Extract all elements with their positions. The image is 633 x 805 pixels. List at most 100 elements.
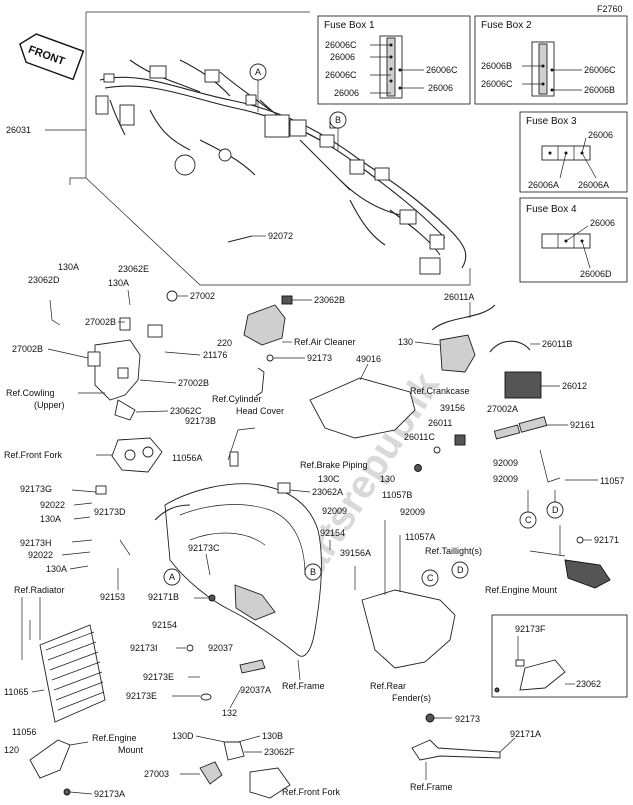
label-21176: 21176	[203, 350, 227, 360]
label-23062c: 23062C	[170, 406, 202, 416]
label-39156: 39156	[440, 403, 465, 413]
label-92009-4: 92009	[400, 507, 425, 517]
engine-mount-bracket-icon	[29, 739, 71, 779]
label-49016: 49016	[356, 354, 381, 364]
label-92173f: 92173F	[515, 624, 546, 634]
label-92173-2: 92173	[455, 714, 480, 724]
battery-icon	[504, 371, 542, 399]
label-92173i: 92173I	[130, 643, 158, 653]
fuse-box-2-label-1: 26006B	[481, 61, 512, 71]
fuse-box-1-title: Fuse Box 1	[324, 20, 375, 31]
label-92171b: 92171B	[148, 592, 179, 602]
callout-c-right	[519, 511, 537, 529]
fuse-box-4-label-1: 26006	[590, 218, 615, 228]
ref-engine-mount-1: Ref.Engine Mount	[485, 585, 558, 595]
label-92009-3: 92009	[322, 506, 347, 516]
fuse-box-2-label-2: 26006C	[481, 79, 513, 89]
label-92022-2: 92022	[28, 550, 53, 560]
fuse-box-2-panel: Fuse Box 2 26006B 26006C 26006C 26006B	[474, 15, 628, 105]
label-26031: 26031	[6, 125, 31, 135]
ref-front-fork-1: Ref.Front Fork	[4, 450, 63, 460]
callout-c-fender	[421, 569, 439, 587]
label-130: 130	[398, 337, 413, 347]
frame-bracket-icon	[411, 739, 501, 761]
label-92022-1: 92022	[40, 500, 65, 510]
label-132: 132	[222, 708, 237, 718]
label-130-2: 130	[380, 474, 395, 484]
ref-cylinder-2: Head Cover	[236, 406, 284, 416]
label-130c: 130C	[318, 474, 340, 484]
ref-radiator: Ref.Radiator	[14, 585, 65, 595]
fuse-box-3-label-1: 26006	[588, 130, 613, 140]
fuse-box-3-label-3: 26006A	[578, 180, 609, 190]
label-92173c: 92173C	[188, 543, 220, 553]
front-fork-bracket-icon	[111, 437, 163, 473]
label-11056: 11056	[12, 727, 36, 737]
fuse-box-4-label-2: 26006D	[580, 269, 612, 279]
label-92171: 92171	[594, 535, 619, 545]
callout-d-fender-text: D	[457, 565, 464, 575]
fuse-box-1-label-1: 26006C	[325, 40, 357, 50]
ref-frame-1: Ref.Frame	[282, 681, 325, 691]
starter-relay-icon	[439, 334, 476, 373]
ref-taillight: Ref.Taillight(s)	[425, 546, 482, 556]
label-92171a: 92171A	[510, 729, 541, 739]
label-27002b-1: 27002B	[85, 317, 116, 327]
label-92037a: 92037A	[240, 685, 271, 695]
label-92161: 92161	[570, 420, 595, 430]
front-arrow-icon: FRONT	[19, 33, 85, 81]
ref-brake-piping: Ref.Brake Piping	[300, 460, 368, 470]
label-27002b-2: 27002B	[12, 344, 43, 354]
figure-code: F2760	[597, 4, 623, 14]
label-92173a: 92173A	[94, 789, 125, 799]
ref-cowling-1: Ref.Cowling	[6, 388, 55, 398]
label-26011a: 26011A	[444, 292, 474, 302]
label-27002b-3: 27002B	[178, 378, 209, 388]
label-23062: 23062	[576, 679, 601, 689]
ref-crankcase: Ref.Crankcase	[410, 386, 470, 396]
label-92009-1: 92009	[493, 458, 518, 468]
fuse-box-3-panel: Fuse Box 3 26006 26006A 26006A	[519, 111, 628, 193]
harness-bracket-bottom	[85, 177, 471, 286]
callout-c-fender-text: C	[427, 573, 434, 583]
ref-engine-mount-2a: Ref.Engine	[92, 733, 137, 743]
label-23062e: 23062E	[118, 264, 149, 274]
label-27002: 27002	[190, 291, 215, 301]
label-220: 220	[217, 338, 232, 348]
cowling-bracket-assembly	[49, 289, 178, 421]
ref-cylinder-1: Ref.Cylinder	[212, 394, 262, 404]
label-23062b: 23062B	[314, 295, 345, 305]
callout-d-fender	[451, 561, 469, 579]
label-27003: 27003	[144, 769, 169, 779]
fuse-box-1-label-3: 26006C	[325, 70, 357, 80]
label-11057b: 11057B	[382, 490, 412, 500]
fuse-box-2-title: Fuse Box 2	[481, 20, 532, 31]
main-wiring-harness	[95, 59, 467, 275]
engine-mount-panel: 92173F 23062	[491, 614, 628, 698]
part-92072-icon	[227, 235, 253, 243]
label-23062d: 23062D	[28, 275, 60, 285]
label-92072: 92072	[268, 231, 293, 241]
label-92009-2: 92009	[493, 474, 518, 484]
label-130b: 130B	[262, 731, 283, 741]
ref-frame-2: Ref.Frame	[410, 782, 453, 792]
label-27002a: 27002A	[487, 404, 518, 414]
label-92173e-2: 92173E	[126, 691, 157, 701]
harness-bracket	[69, 12, 87, 185]
label-92153: 92153	[100, 592, 125, 602]
fuse-box-4-title: Fuse Box 4	[526, 204, 577, 215]
label-130a-3: 130A	[40, 514, 61, 524]
taillight-icon	[564, 559, 611, 589]
label-26011b: 26011B	[542, 339, 572, 349]
ref-rear-fender-1: Ref.Rear	[370, 681, 406, 691]
ref-air-cleaner: Ref.Air Cleaner	[294, 337, 356, 347]
label-92037: 92037	[208, 643, 233, 653]
label-26011: 26011	[428, 418, 452, 428]
fuse-box-1-label-6: 26006	[428, 83, 453, 93]
label-130a-1: 130A	[58, 262, 79, 272]
label-92173e-1: 92173E	[143, 672, 174, 682]
label-92154-2: 92154	[152, 620, 177, 630]
label-26011c: 26011C	[404, 432, 435, 442]
fuse-box-3-label-2: 26006A	[528, 180, 559, 190]
